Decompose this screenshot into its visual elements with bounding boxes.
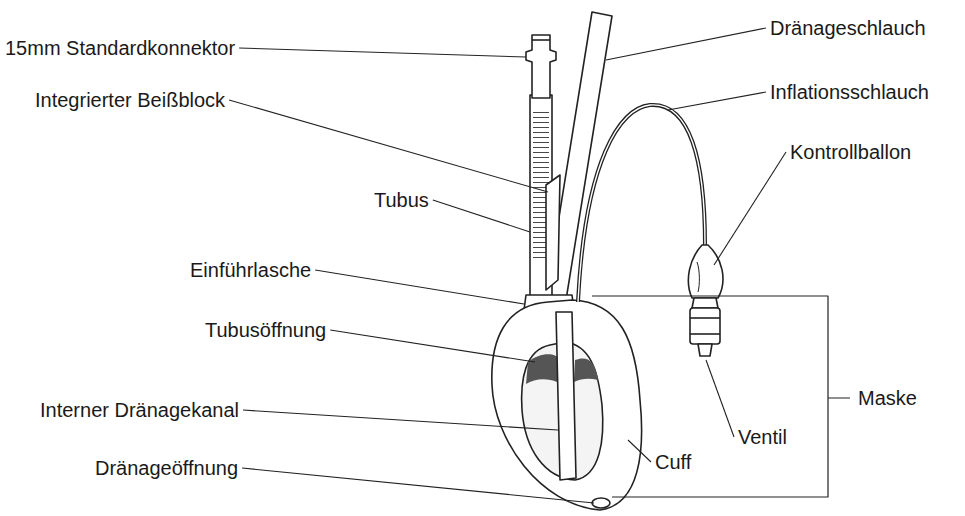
drainage-opening: [592, 498, 610, 508]
part-label: Kontrollballon: [790, 140, 911, 164]
part-label: Maske: [858, 386, 917, 410]
part-label: Tubus: [374, 188, 429, 212]
mask-cuff: [492, 300, 642, 510]
connector: [526, 35, 556, 98]
leader-line: [315, 270, 524, 304]
part-label: 15mm Standardkonnektor: [5, 36, 235, 60]
leader-line: [243, 410, 558, 430]
inflation-line: [578, 105, 705, 302]
leader-line: [606, 28, 766, 60]
leader-line: [229, 100, 548, 192]
part-label: Integrierter Beißblock: [35, 88, 225, 112]
drainage-channel: [556, 312, 576, 480]
leader-line: [330, 330, 535, 362]
part-label: Ventil: [738, 425, 787, 449]
part-label: Inflationsschlauch: [770, 80, 929, 104]
leader-line: [239, 48, 526, 57]
part-label: Einführlasche: [190, 258, 311, 282]
valve: [690, 308, 720, 344]
leader-line: [628, 440, 651, 462]
part-label: Dränageöffnung: [95, 456, 238, 480]
part-label: Cuff: [655, 450, 691, 474]
leader-line: [242, 468, 594, 503]
bite-block: [546, 175, 560, 290]
leader-line: [714, 152, 786, 265]
leader-line: [706, 360, 734, 437]
part-label: Dränageschlauch: [770, 16, 926, 40]
part-label: Tubusöffnung: [205, 318, 326, 342]
pilot-balloon: [688, 245, 723, 298]
mask-bracket: [592, 296, 850, 497]
part-label: Interner Dränagekanal: [40, 398, 239, 422]
leader-line: [433, 200, 530, 232]
leader-line: [668, 92, 766, 110]
